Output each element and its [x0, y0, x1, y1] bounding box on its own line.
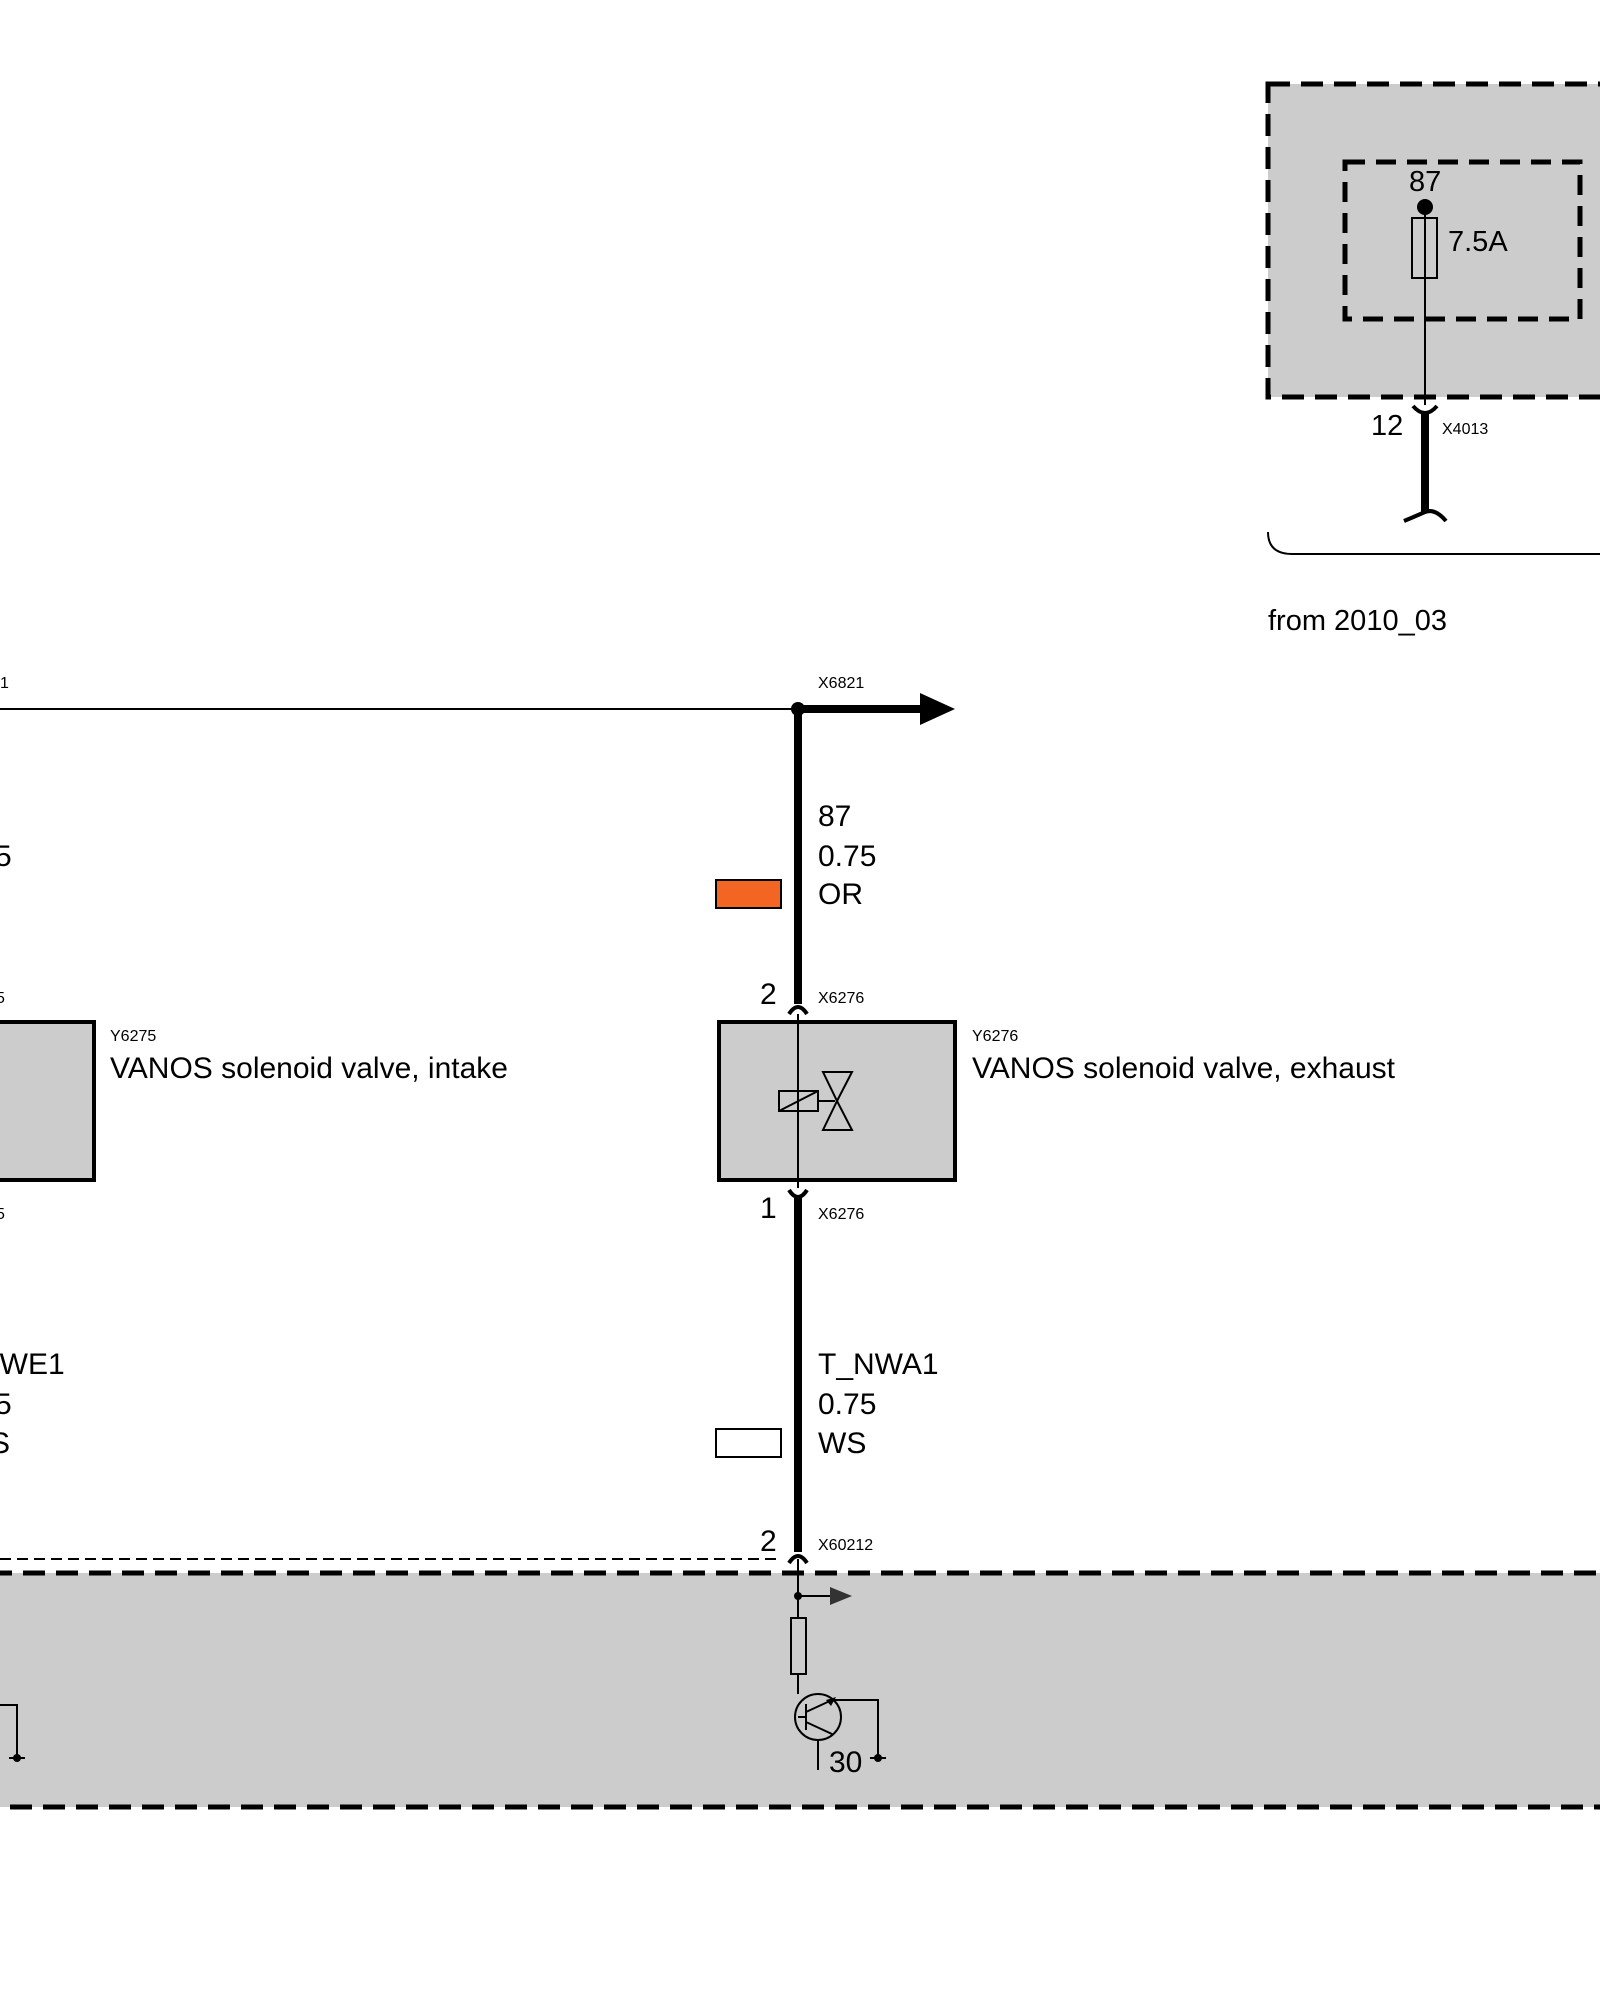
ecu-connector-label: X60212: [818, 1537, 873, 1554]
ground-icon: [874, 1754, 882, 1762]
intake-top-connector-tail: 5: [0, 990, 5, 1007]
exhaust-bottom-pin: 1: [760, 1192, 777, 1225]
continuation-arrow-icon: [920, 693, 955, 725]
left-wire-color: S: [0, 1427, 10, 1460]
connector-pin-label: 12: [1371, 410, 1403, 442]
wire-control-color: WS: [818, 1427, 866, 1460]
connector-x6276-top-icon: [787, 1005, 809, 1016]
intake-valve-name: VANOS solenoid valve, intake: [110, 1052, 508, 1085]
exhaust-valve: 2 X6276 1 X6276 Y6276 VANOS solenoid val…: [717, 978, 1396, 1225]
fuse-rating-label: 7.5A: [1448, 226, 1508, 258]
ecu-block: 2 X60212 30: [0, 1525, 1600, 1810]
intake-valve-id: Y6275: [110, 1028, 156, 1045]
exhaust-bottom-connector: X6276: [818, 1206, 864, 1223]
exhaust-valve-id: Y6276: [972, 1028, 1018, 1045]
supply-line: 1 X6821: [0, 675, 955, 725]
wire-supply-gauge: 0.75: [818, 840, 876, 873]
exhaust-top-connector: X6276: [818, 990, 864, 1007]
wire-supply: 87 0.75 OR: [715, 709, 876, 1004]
wire-supply-color: OR: [818, 878, 863, 911]
fuse-pin-label: 87: [1409, 166, 1441, 198]
intake-valve: 5 5 Y6275 VANOS solenoid valve, intake: [0, 990, 508, 1223]
fuse-block: 87 7.5A 12 X4013 from 2010_03: [1265, 81, 1600, 637]
left-wire: 5 | NWE1 5 S: [0, 840, 65, 1460]
ecu-ground-pin: 30: [829, 1746, 862, 1779]
ecu-connector-icon: [787, 1554, 809, 1565]
wire-control-signal: T_NWA1: [818, 1348, 939, 1381]
signal-arrow-icon: [830, 1587, 852, 1605]
intake-bottom-connector-tail: 5: [0, 1206, 5, 1223]
junction-label: X6821: [818, 675, 864, 692]
validity-note: from 2010_03: [1268, 605, 1447, 637]
wire-color-swatch-ws: [715, 1428, 782, 1458]
connector-x6276-bottom-icon: [787, 1188, 809, 1199]
wire-control: T_NWA1 0.75 WS: [715, 1197, 939, 1552]
left-ground-icon: [13, 1754, 21, 1762]
left-wire-gauge: 5: [0, 1388, 12, 1421]
connector-x4013-icon: [1411, 404, 1439, 415]
ecu-outline: [0, 1570, 1600, 1810]
connector-x4013-label: X4013: [1442, 421, 1488, 438]
intake-valve-box: [0, 1020, 96, 1182]
ecu-pin-label: 2: [760, 1525, 777, 1558]
left-wire-signal: NWE1: [0, 1348, 65, 1381]
validity-bracket: [1267, 531, 1600, 555]
supply-left-label: 1: [0, 675, 9, 692]
wire-supply-signal: 87: [818, 800, 851, 833]
valve-icon: [821, 1071, 854, 1131]
exhaust-valve-name: VANOS solenoid valve, exhaust: [972, 1052, 1396, 1085]
wire-color-swatch-or: [715, 879, 782, 909]
left-wire-top-gauge: 5: [0, 840, 12, 873]
fuse-holder-outline: [1342, 159, 1583, 322]
wire-break-icon: [1403, 509, 1448, 523]
wire-control-gauge: 0.75: [818, 1388, 876, 1421]
exhaust-top-pin: 2: [760, 978, 777, 1011]
